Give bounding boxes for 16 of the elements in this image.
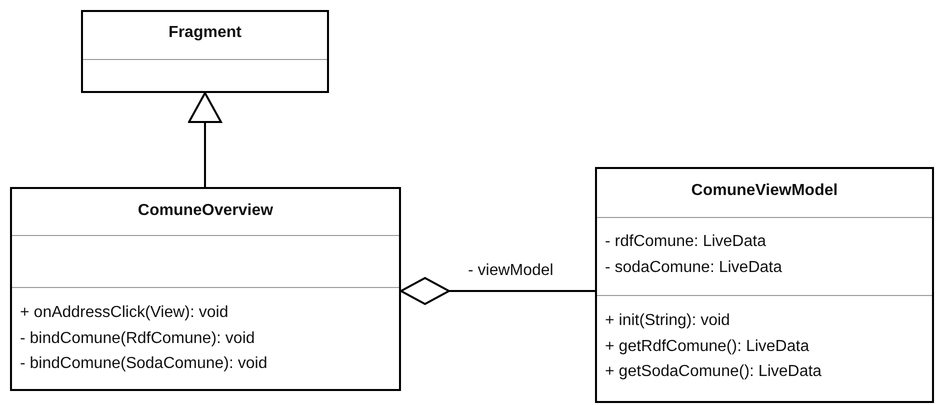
- class-box: [10, 187, 401, 391]
- generalization-arrow: [188, 92, 222, 187]
- class-name: ComuneOverview: [136, 201, 274, 220]
- method-text: + init(String): void: [605, 311, 730, 330]
- class-box: [81, 10, 329, 93]
- class-name: ComuneViewModel: [690, 181, 839, 200]
- aggregation-connector: [400, 277, 595, 305]
- method-text: + onAddressClick(View): void: [20, 303, 228, 322]
- method-text: - bindComune(SodaComune): void: [20, 354, 268, 373]
- method-text: + getRdfComune(): LiveData: [605, 336, 810, 356]
- attribute-text: - sodaComune: LiveData: [605, 258, 782, 276]
- class-box: [595, 167, 934, 403]
- method-text: - bindComune(RdfComune): void: [20, 328, 255, 348]
- method-text: + getSodaComune(): LiveData: [605, 362, 822, 381]
- class-name: Fragment: [168, 23, 242, 42]
- attribute-text: - rdfComune: LiveData: [605, 232, 766, 251]
